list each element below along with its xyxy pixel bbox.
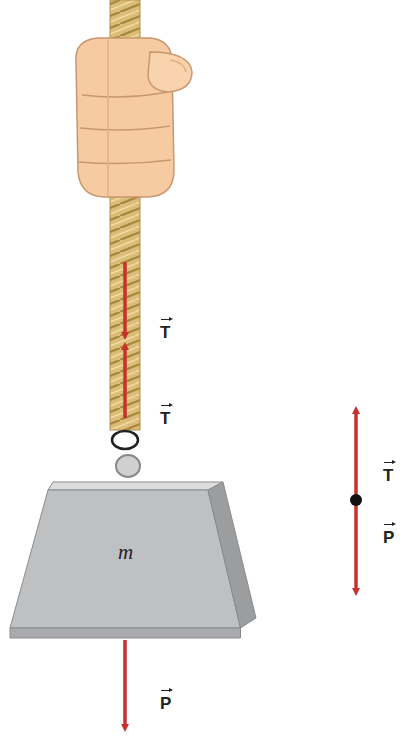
weight-hook	[116, 455, 140, 477]
tension-arrow-on-hand	[123, 262, 127, 336]
tension-label: T	[160, 403, 170, 427]
mass-label: m	[118, 540, 133, 565]
tension-arrow-on-weight	[123, 346, 127, 418]
rope-loop	[112, 431, 138, 449]
fbd-weight-arrow	[354, 505, 358, 592]
weight-arrow	[123, 640, 127, 728]
hand	[76, 38, 192, 197]
fbd-tension-label: T	[383, 460, 393, 484]
fbd-tension-arrow	[354, 410, 358, 495]
weight-block: m	[8, 476, 258, 640]
fbd-point	[350, 494, 362, 506]
weight-label: P	[160, 688, 171, 712]
fbd-weight-label: P	[383, 522, 394, 546]
tension-label: T	[160, 317, 170, 341]
